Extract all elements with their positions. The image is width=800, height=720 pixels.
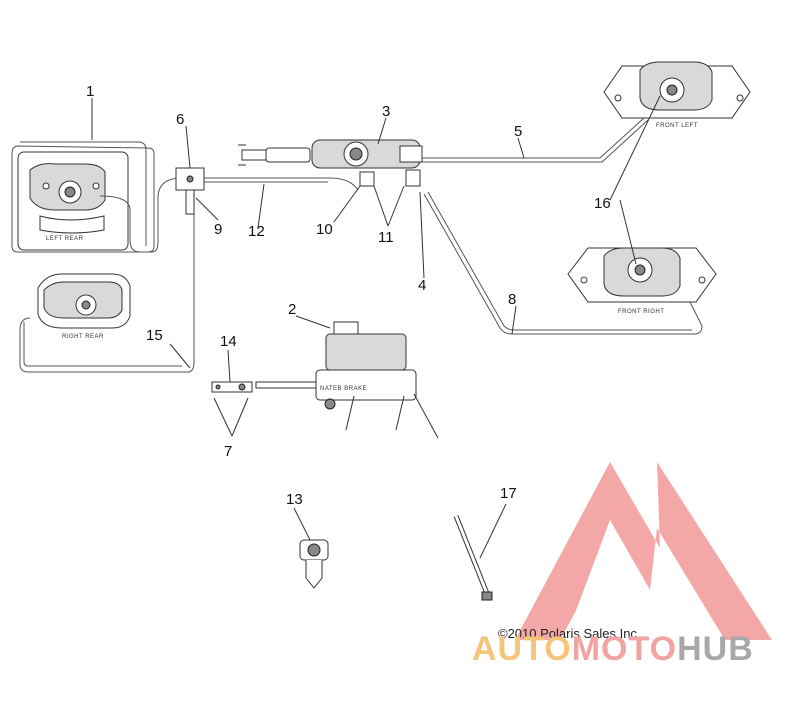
callout-10: 10 bbox=[316, 221, 333, 238]
callout-2: 2 bbox=[288, 301, 296, 318]
right-rear-caliper[interactable]: RIGHT REAR bbox=[37, 273, 131, 340]
callout-15: 15 bbox=[146, 327, 163, 344]
watermark-logo bbox=[515, 462, 772, 640]
callout-11: 11 bbox=[378, 229, 394, 246]
callout-9: 9 bbox=[214, 221, 222, 238]
front-left-label: FRONT LEFT bbox=[656, 123, 698, 129]
callout-17: 17 bbox=[500, 485, 517, 502]
brake-switch[interactable] bbox=[299, 539, 329, 589]
front-right-label: FRONT RIGHT bbox=[618, 309, 664, 315]
callout-7: 7 bbox=[224, 443, 232, 460]
callout-numbers: 1 2 3 4 5 6 7 8 9 10 11 12 13 14 15 16 1… bbox=[86, 83, 611, 508]
callout-14: 14 bbox=[220, 333, 237, 350]
master-cylinder-brand: NATEB BRAKE bbox=[320, 386, 367, 392]
front-right-caliper[interactable]: FRONT RIGHT bbox=[567, 247, 717, 315]
front-left-caliper[interactable]: FRONT LEFT bbox=[603, 61, 751, 129]
brand-hub: HUB bbox=[677, 630, 754, 668]
brand-moto: MOTO bbox=[571, 630, 678, 668]
junction-block[interactable] bbox=[175, 167, 205, 215]
callout-12: 12 bbox=[248, 223, 265, 240]
watermark-brand: AUTOMOTOHUB bbox=[472, 630, 754, 669]
leader-lines bbox=[91, 95, 661, 559]
callout-6: 6 bbox=[176, 111, 184, 128]
callout-4: 4 bbox=[418, 277, 426, 294]
callout-5: 5 bbox=[514, 123, 522, 140]
long-bolt[interactable] bbox=[453, 515, 493, 601]
copyright-notice: ©2010 Polaris Sales Inc. bbox=[498, 626, 641, 641]
master-cylinder[interactable]: NATEB BRAKE bbox=[255, 321, 439, 439]
left-rear-caliper[interactable]: LEFT REAR bbox=[17, 151, 129, 251]
master-cylinder-assembly[interactable] bbox=[238, 139, 423, 187]
callout-3: 3 bbox=[382, 103, 390, 120]
left-rear-label: LEFT REAR bbox=[46, 236, 84, 242]
callout-8: 8 bbox=[508, 291, 516, 308]
callout-13: 13 bbox=[286, 491, 303, 508]
brake-lines bbox=[11, 117, 703, 373]
callout-16: 16 bbox=[594, 195, 611, 212]
callout-1: 1 bbox=[86, 83, 94, 100]
right-rear-label: RIGHT REAR bbox=[62, 334, 104, 340]
clevis[interactable] bbox=[211, 381, 253, 393]
brand-auto: AUTO bbox=[472, 630, 572, 668]
